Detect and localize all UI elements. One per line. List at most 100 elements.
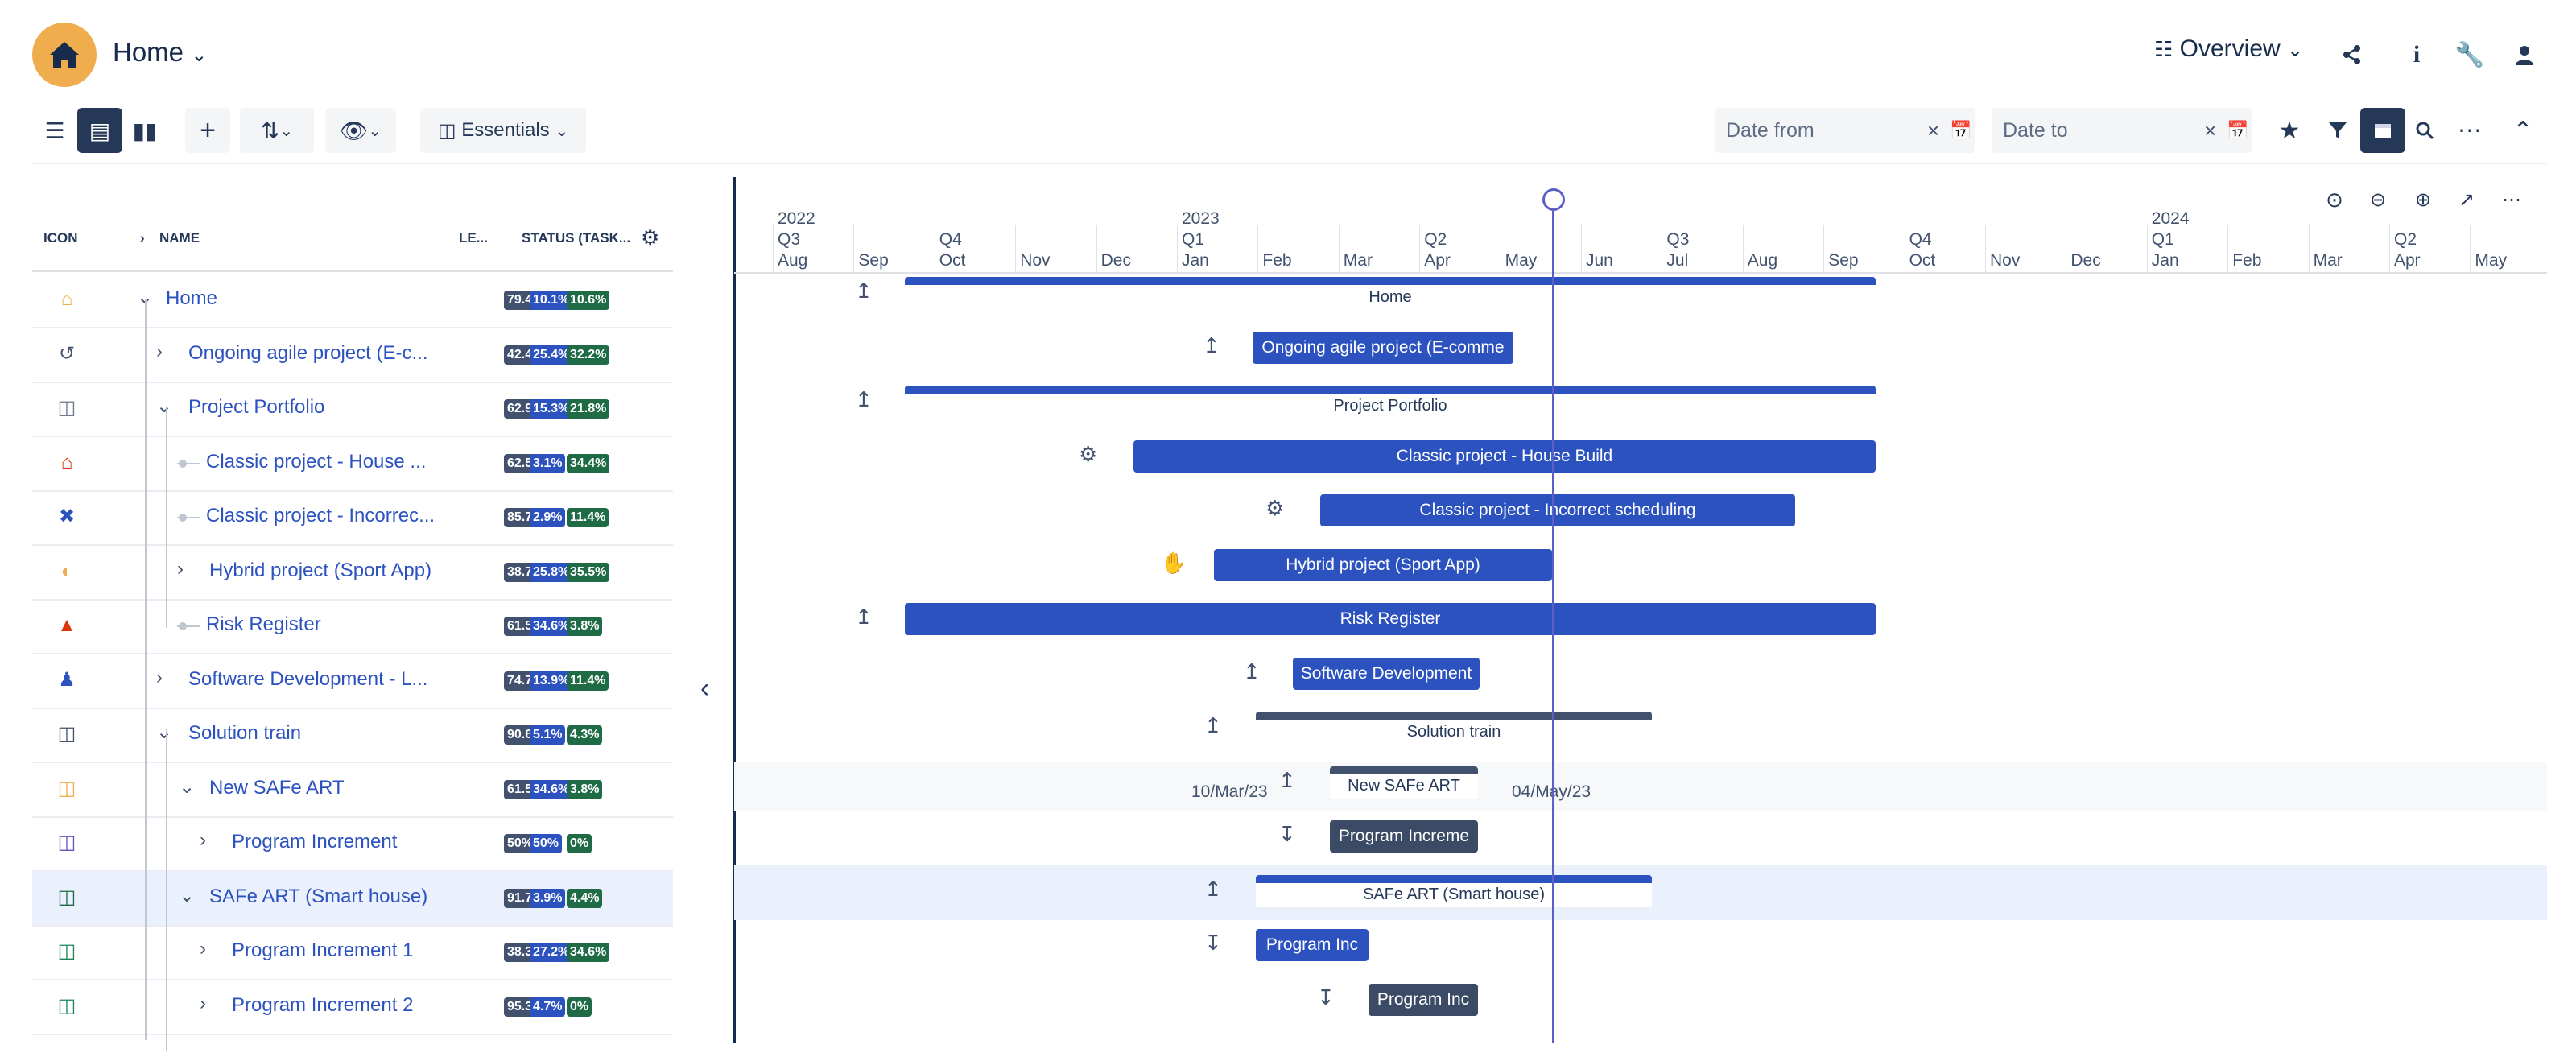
zoom-out-icon[interactable]: ⊖ [2369, 188, 2387, 211]
incorrect-scheduling-bar[interactable]: Classic project - Incorrect scheduling [1320, 494, 1795, 526]
row-name-link[interactable]: Home [166, 287, 218, 309]
program-increment-bar[interactable]: Program Increme [1330, 820, 1478, 853]
date-to-field[interactable]: Date to × 📅 [1992, 108, 2252, 153]
row-name-link[interactable]: Program Increment [232, 831, 398, 853]
dependency-marker-icon[interactable]: ⚙ [1265, 496, 1285, 520]
row-name-link[interactable]: New SAFe ART [209, 776, 345, 799]
dependency-marker-icon[interactable]: ↥ [1203, 332, 1220, 357]
calendar-icon[interactable]: 📅 [2227, 120, 2249, 140]
dependency-marker-icon[interactable]: ↥ [855, 605, 873, 629]
more-icon[interactable]: ⋯ [2458, 117, 2482, 144]
table-row[interactable]: ◐›Hybrid project (Sport App)38.7%25.8%35… [32, 545, 673, 601]
calendar-icon[interactable]: 📅 [1950, 120, 1972, 140]
add-icon[interactable]: + [185, 108, 230, 153]
row-name-link[interactable]: Project Portfolio [188, 396, 325, 418]
dependency-marker-icon[interactable]: ↥ [1204, 876, 1222, 901]
safe-art-summary-bar[interactable]: SAFe ART (Smart house) [1256, 874, 1652, 907]
gantt-more-icon[interactable]: ⋯ [2502, 188, 2521, 211]
dependency-marker-icon[interactable]: ↥ [1204, 713, 1222, 737]
row-name-link[interactable]: Hybrid project (Sport App) [209, 559, 432, 581]
dependency-marker-icon[interactable]: ↥ [855, 387, 873, 411]
fullscreen-icon[interactable]: ↗ [2458, 188, 2475, 211]
dependency-marker-icon[interactable]: ✋ [1161, 550, 1187, 575]
row-expand-chevron-icon[interactable]: ⌄ [137, 287, 154, 308]
program-increment-2-bar[interactable]: Program Inc [1368, 983, 1478, 1016]
filter-icon[interactable] [2315, 108, 2360, 153]
info-icon[interactable]: i [2413, 41, 2421, 68]
table-row[interactable]: ✖Classic project - Incorrec...85.7%2.9%1… [32, 490, 673, 546]
agile-project-bar[interactable]: Ongoing agile project (E-comme [1253, 331, 1513, 364]
row-name-link[interactable]: Classic project - Incorrec... [206, 505, 436, 526]
row-expand-chevron-icon[interactable]: › [156, 666, 163, 688]
row-name-link[interactable]: SAFe ART (Smart house) [209, 885, 428, 907]
dependency-marker-icon[interactable]: ↧ [1317, 985, 1335, 1009]
row-expand-chevron-icon[interactable]: › [200, 992, 206, 1014]
solution-train-summary-bar[interactable]: Solution train [1256, 712, 1652, 744]
table-row[interactable]: ↺›Ongoing agile project (E-c...42.4%25.4… [32, 328, 673, 383]
page-title[interactable]: Home ⌄ [113, 37, 208, 67]
collapse-toolbar-icon[interactable]: ⌃ [2512, 117, 2533, 144]
clear-icon[interactable]: × [2204, 118, 2217, 142]
dependency-marker-icon[interactable]: ↧ [1278, 822, 1296, 846]
column-settings-gear-icon[interactable]: ⚙ [641, 225, 660, 250]
hybrid-project-bar[interactable]: Hybrid project (Sport App) [1214, 548, 1552, 581]
list-view-icon[interactable]: ☰ [44, 118, 65, 143]
board-view-icon[interactable]: ▮▮ [132, 118, 158, 143]
column-header-name[interactable]: NAME [159, 230, 200, 246]
column-header-status[interactable]: STATUS (TASK... [522, 230, 631, 246]
dependency-marker-icon[interactable]: ↥ [1243, 658, 1261, 683]
row-name-link[interactable]: Classic project - House ... [206, 450, 427, 473]
column-header-icon[interactable]: ICON [43, 230, 78, 246]
view-selector[interactable]: ☷ Overview ⌄ [2154, 35, 2304, 62]
search-icon[interactable] [2402, 108, 2447, 153]
table-row[interactable]: ⌂Classic project - House ...62.5%3.1%34.… [32, 436, 673, 492]
row-expand-chevron-icon[interactable]: › [177, 557, 184, 580]
wrench-icon[interactable]: 🔧 [2454, 41, 2485, 68]
columns-preset-button[interactable]: ◫ Essentials ⌄ [420, 108, 586, 153]
row-name-link[interactable]: Software Development - L... [188, 667, 428, 690]
column-header-level[interactable]: LE... [459, 230, 488, 246]
row-name-link[interactable]: Program Increment 1 [232, 939, 414, 961]
portfolio-summary-bar[interactable]: Project Portfolio [905, 386, 1876, 418]
user-icon[interactable] [2502, 32, 2547, 77]
row-expand-chevron-icon[interactable]: › [200, 938, 206, 960]
star-icon[interactable]: ★ [2278, 117, 2301, 144]
dependency-marker-icon[interactable]: ↥ [1278, 767, 1296, 792]
row-expand-chevron-icon[interactable]: ⌄ [179, 775, 196, 798]
row-expand-chevron-icon[interactable]: › [200, 829, 206, 851]
share-icon[interactable] [2330, 32, 2375, 77]
row-expand-chevron-icon[interactable]: ⌄ [179, 884, 196, 906]
home-avatar-button[interactable] [32, 23, 97, 87]
scroll-to-today-icon[interactable]: ⊙ [2326, 187, 2343, 212]
sort-button[interactable]: ⇅ ⌄ [240, 108, 314, 153]
row-name-link[interactable]: Risk Register [206, 613, 321, 635]
expand-all-icon[interactable]: › [140, 230, 145, 246]
table-row[interactable]: ◫⌄SAFe ART (Smart house)91.7%3.9%4.4% [32, 870, 673, 927]
zoom-in-icon[interactable]: ⊕ [2414, 188, 2432, 211]
row-expand-chevron-icon[interactable]: ⌄ [156, 721, 173, 743]
program-increment-1-bar[interactable]: Program Inc [1256, 929, 1368, 961]
row-name-link[interactable]: Ongoing agile project (E-c... [188, 341, 428, 364]
date-from-field[interactable]: Date from × 📅 [1715, 108, 1975, 153]
dependency-marker-icon[interactable]: ↧ [1204, 931, 1222, 955]
software-development-bar[interactable]: Software Development [1293, 657, 1480, 690]
row-expand-chevron-icon[interactable]: › [156, 340, 163, 362]
dependency-marker-icon[interactable]: ⚙ [1079, 441, 1098, 466]
row-name-link[interactable]: Solution train [188, 722, 302, 744]
row-name-link[interactable]: Program Increment 2 [232, 993, 414, 1016]
gantt-view-icon[interactable]: ▤ [77, 108, 122, 153]
new-safe-art-summary-bar[interactable]: New SAFe ART [1330, 766, 1478, 799]
house-build-bar[interactable]: Classic project - House Build [1133, 440, 1876, 473]
row-expand-chevron-icon[interactable]: ⌄ [156, 395, 173, 417]
today-marker-icon[interactable] [1542, 188, 1565, 211]
home-summary-bar[interactable]: Home [905, 277, 1876, 309]
pane-splitter[interactable] [733, 177, 736, 1043]
